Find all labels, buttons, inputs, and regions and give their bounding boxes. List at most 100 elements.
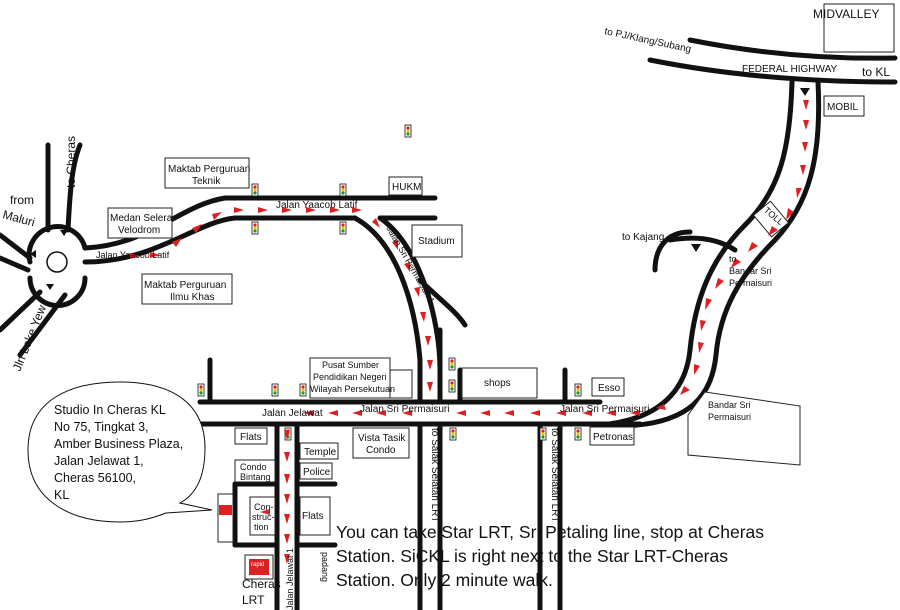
roundabout-marker-s [46,284,54,290]
rapid-logo-text: rapid [251,562,264,568]
maktab-ilmu-box [141,273,233,305]
jalan-jelawat-1-label: Jalan Jelawat 1 [285,548,295,610]
pusat-sumber-label-3: Wilayah Persekutuan [310,384,395,394]
vista-tasik-label-2: Condo [366,445,396,456]
address-line-6: KL [54,488,70,502]
cheras-label: Cheras [242,577,281,591]
address-block: Studio In Cheras KL No 75, Tingkat 3, Am… [54,402,214,504]
address-line-4: Jalan Jelawat 1, [54,454,144,468]
traffic-light-2 [339,183,347,197]
medan-selera-box [107,207,173,239]
address-line-1: Studio In Cheras KL [54,403,166,417]
roundabout-ring [26,224,88,265]
kajang-road-top [652,229,693,273]
pusat-sumber-side [389,369,413,399]
jalan-sri-permaisuri-right-label: Jalan Sri Permaisuri [560,404,649,415]
jalan-yaacob-latif-left-label: Jalan Yaacob Latif [96,250,170,260]
maktab-ilmu-label-1: Maktab Perguruan [144,280,226,291]
vista-tasik-label-1: Vista Tasik [358,433,406,444]
route-arrows-yaacob-latif [130,207,362,259]
from-label: from [10,193,34,207]
roundabout-marker-n [60,230,68,236]
maktab-teknik-label-2: Teknik [192,176,221,187]
condo-bintang-box [234,459,276,483]
construction-label-3: tion [254,522,269,532]
padang-label: padang [320,552,330,582]
roundabout-marker-w [30,250,36,258]
toll-box [752,200,790,238]
route-arrows-jalan-jelawat-1 [260,430,290,564]
pusat-sumber-box [309,357,391,399]
roundabout [46,251,68,273]
to-bandar-label-2: Bandar Sri [729,266,772,276]
condo-bintang-label-1: Condo [240,462,267,472]
traffic-light-8 [448,357,456,371]
stadium-label: Stadium [418,236,455,247]
hukm-label: HUKM [392,182,421,193]
federal-highway-north-edge [687,37,898,61]
to-kl-label: to KL [862,65,890,79]
studio-building [217,493,234,543]
route-arrows-sri-permaisuri [304,410,616,416]
condo-bintang-label-2: Bintang [240,472,271,482]
flats-label-2: Flats [302,511,324,522]
flats-label-1: Flats [240,432,262,443]
highway-ramp-right [617,79,822,429]
traffic-light-11 [449,427,457,441]
kajang-marker [691,244,701,252]
traffic-light-14 [404,124,412,138]
traffic-light-7 [299,383,307,397]
jalan-jelawat-label: Jalan Jelawat [262,408,323,419]
traffic-light-1 [251,183,259,197]
address-line-2: No 75, Tingkat 3, [54,420,149,434]
flats-box-2 [299,496,331,536]
bandar-sri-label-2: Permaisuri [708,412,751,422]
jalan-sri-permaisuri-1-west [352,215,423,405]
medan-selera-label-1: Medan Selera [110,213,173,224]
to-cheras-label: to Cheras [64,136,78,188]
studio-building-marker [219,505,232,515]
buildings: MIDVALLEY MOBIL TOLL [107,3,895,580]
midvalley-box [823,3,895,53]
from-maluri-road-south [0,255,31,273]
federal-highway-label: FEDERAL HIGHWAY [742,64,838,75]
jalan-yaacob-latif-top-label: Jalan Yaacob Latif [276,200,358,211]
hukm-box [388,176,423,196]
esso-box [591,377,625,397]
federal-highway-south-edge [647,57,898,85]
address-line-3: Amber Business Plaza, [54,437,184,451]
construction-label-1: Con- [254,502,274,512]
route [130,100,809,564]
stadium-box [411,224,463,258]
route-arrows-sri-permaisuri-1 [372,218,433,392]
to-bandar-label-1: to [729,254,737,264]
construction-label-2: struc- [252,512,275,522]
police-box [299,462,333,480]
directions-caption: You can take Star LRT, Sri Petaling line… [336,522,765,590]
traffic-light-10 [574,383,582,397]
shops-box [461,367,538,399]
maktab-teknik-label-1: Maktab Perguruan [168,164,250,175]
medan-selera-label-2: Velodrom [118,225,160,236]
traffic-light-3 [251,221,259,235]
kajang-road [667,235,738,253]
jalan-sri-permaisuri-mid-label: Jalan Sri Permaisuri [360,404,449,415]
address-bubble [27,381,213,523]
mobil-box [823,95,865,117]
petronas-box [589,426,635,446]
highway-marker [800,88,810,96]
to-kajang-label: to Kajang [622,232,664,243]
loke-yew-road-east [17,292,68,358]
vista-tasik-box [352,427,410,459]
petronas-label: Petronas [593,432,633,443]
bandar-sri-permaisuri-area [687,391,801,466]
traffic-light-9 [448,379,456,393]
flats-box-1 [234,427,268,445]
jalan-yaacob-latif-south [82,215,358,265]
direction-markers [30,88,810,290]
temple-box [299,442,339,460]
roads [0,37,898,610]
mobil-label: MOBIL [827,102,859,113]
